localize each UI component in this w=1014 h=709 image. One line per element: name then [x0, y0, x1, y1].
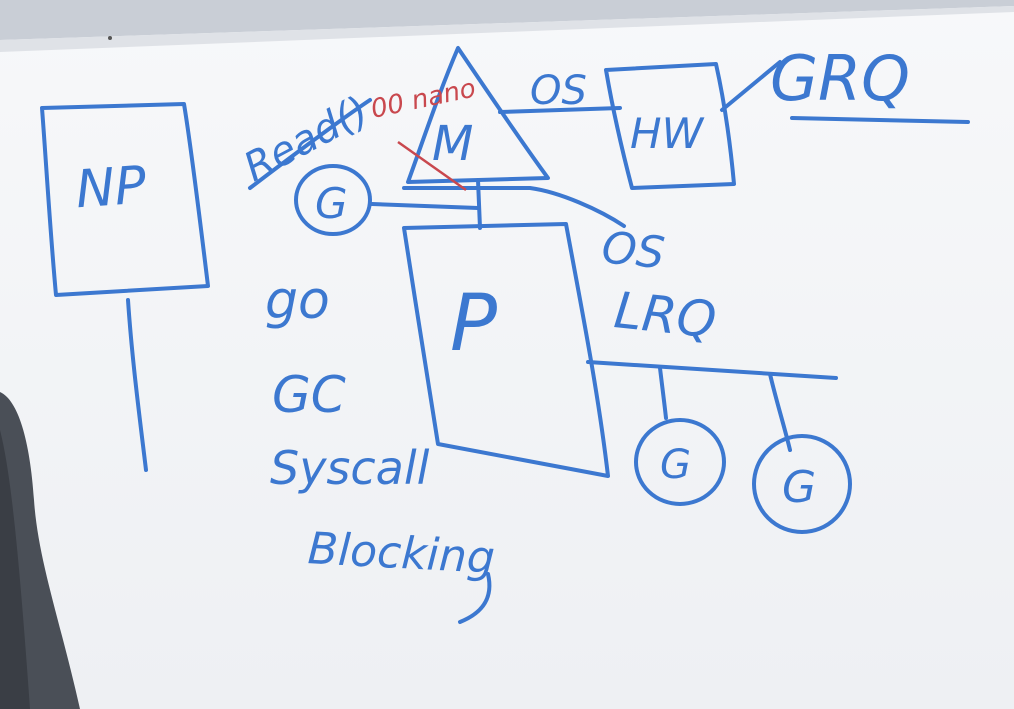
hw-label: HW — [630, 109, 705, 158]
syscall-label: Syscall — [270, 441, 430, 495]
np-box — [40, 102, 210, 297]
hw-box — [604, 62, 736, 190]
go-label: go — [265, 271, 330, 331]
gc-label: GC — [272, 366, 346, 424]
m-label: M — [432, 116, 473, 172]
lrq-branch-left — [658, 366, 668, 420]
g-to-p-arrow — [370, 202, 480, 210]
np-line — [126, 298, 148, 472]
whiteboard-frame — [0, 0, 1014, 52]
m-triangle — [406, 46, 550, 184]
read-underline — [248, 98, 372, 190]
g-left-circle — [634, 418, 726, 506]
blocking-tail — [458, 572, 492, 624]
p-label: P — [450, 279, 497, 369]
blocking-label: Blocking — [307, 523, 496, 584]
g-left-label: G — [660, 442, 691, 488]
lrq-branch-right — [768, 372, 792, 452]
grq-underline — [790, 116, 970, 124]
g-right-circle — [752, 434, 852, 534]
lrq-label: LRQ — [612, 281, 719, 349]
g-top-label: G — [315, 179, 348, 228]
p-box — [402, 222, 610, 478]
g-right-label: G — [782, 462, 816, 513]
hw-grq-line — [720, 60, 782, 112]
os-mid-label: OS — [599, 222, 667, 279]
m-os-line — [402, 186, 626, 228]
red-arrow — [397, 140, 467, 192]
os-top-line — [498, 106, 622, 114]
g-top-circle — [294, 164, 372, 236]
np-label: NP — [74, 156, 149, 221]
presenter-shoulder-shade — [0, 430, 30, 709]
os-top-label: OS — [530, 68, 587, 114]
p-lrq-line — [586, 360, 838, 380]
grq-label: GRQ — [770, 42, 910, 115]
